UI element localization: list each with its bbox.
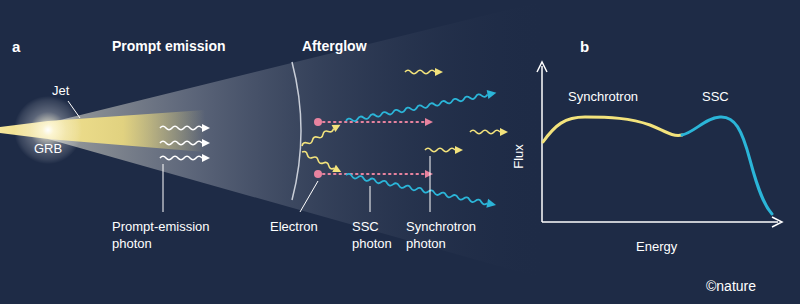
part-label: SSC photon	[352, 218, 404, 252]
ssc-photons	[345, 88, 497, 209]
part-label: Prompt-emission photon	[112, 218, 224, 252]
leader-line	[430, 156, 431, 212]
ssc-curve	[682, 117, 772, 214]
axis-label: Flux	[510, 144, 527, 169]
part-label: Electron	[270, 218, 318, 235]
chart-axes	[537, 62, 782, 227]
shock-front	[292, 62, 301, 200]
credit-watermark: ©nature	[706, 278, 756, 295]
source-label: GRB	[14, 141, 82, 157]
part-label: Synchrotron photon	[406, 218, 492, 252]
prompt-photons	[160, 124, 210, 162]
section-heading: Afterglow	[302, 38, 367, 55]
leader-line	[370, 186, 371, 212]
synchrotron-curve	[543, 117, 682, 142]
section-heading: Prompt emission	[112, 38, 226, 55]
curve-label: SSC	[702, 88, 729, 105]
synchrotron-photons	[300, 68, 508, 176]
burst-glow: GRB	[14, 96, 82, 164]
axis-label: Energy	[636, 238, 677, 255]
leader-line	[300, 181, 318, 212]
leader-line	[163, 164, 164, 212]
curve-label: Synchrotron	[568, 88, 638, 105]
panel-letter: a	[12, 38, 20, 55]
panel-letter: b	[580, 38, 589, 55]
